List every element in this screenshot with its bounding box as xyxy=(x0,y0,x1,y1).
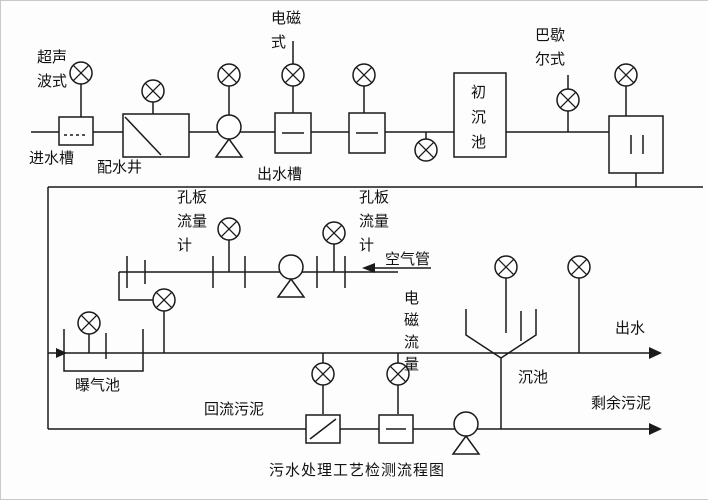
instrument-icon xyxy=(614,63,638,87)
em-flowmeter-box-2 xyxy=(348,112,386,154)
instrument-icon xyxy=(152,288,176,312)
label-excess-sludge: 剩余污泥 xyxy=(591,394,652,412)
instrument-icon xyxy=(352,63,376,87)
label-parshall-type: 巴歇尔式 xyxy=(535,26,566,68)
instrument-stems-top xyxy=(80,41,627,139)
clarifier-connections xyxy=(500,278,580,429)
inlet-channel-box xyxy=(58,116,94,146)
aeration-stems xyxy=(88,307,165,353)
distribution-well-weir xyxy=(124,116,162,156)
label-outlet-channel: 出水槽 xyxy=(257,165,303,183)
label-ultrasonic-type: 超声波式 xyxy=(37,48,68,90)
instrument-icon xyxy=(141,79,165,103)
sludge-branch-lines xyxy=(322,353,399,414)
label-orifice-flowmeter-left: 孔板流量计 xyxy=(177,188,208,254)
arrow-air-icon xyxy=(362,263,375,273)
orifice-plate-bars xyxy=(126,256,346,288)
settling-tank-shape xyxy=(465,309,537,359)
sludge-pump-icon xyxy=(452,411,480,455)
pump-icon xyxy=(215,114,243,158)
arrow-effluent-icon xyxy=(649,347,662,359)
parshall-flume-marks xyxy=(630,135,644,154)
label-effluent: 出水 xyxy=(615,319,646,337)
label-air-pipe: 空气管 xyxy=(385,250,431,268)
label-electromagnetic-type: 电磁式 xyxy=(271,9,302,51)
instrument-icon xyxy=(494,255,518,279)
diagram-title: 污水处理工艺检测流程图 xyxy=(269,461,446,479)
orifice-meter-icon-right xyxy=(322,221,346,245)
instrument-icon xyxy=(77,311,101,335)
distribution-well-box xyxy=(122,113,190,158)
parshall-flume-box xyxy=(608,115,664,174)
sludge-valve-mark xyxy=(309,418,337,440)
instruments xyxy=(69,61,638,386)
label-distribution-well: 配水井 xyxy=(97,158,143,176)
arrow-excess-sludge-icon xyxy=(649,423,662,435)
blower-pump-icon xyxy=(277,254,305,298)
ultrasonic-meter-icon xyxy=(69,61,93,85)
label-electromagnetic-flow: 电磁流量 xyxy=(404,289,420,373)
em-flowmeter-box-1 xyxy=(274,112,312,154)
vessels xyxy=(58,72,664,444)
primary-settling-tank-box xyxy=(453,72,507,158)
label-aeration-tank: 曝气池 xyxy=(75,376,121,394)
aeration-tank-shape xyxy=(63,329,144,372)
instrument-icon xyxy=(311,362,335,386)
arrow-aeration-inlet-icon xyxy=(56,348,67,358)
instrument-icon xyxy=(217,63,241,87)
instrument-icon xyxy=(414,138,438,162)
label-settling-tank: 沉池 xyxy=(518,368,549,386)
flow-arrows xyxy=(56,263,662,435)
parshall-meter-icon xyxy=(556,88,580,112)
label-return-sludge: 回流污泥 xyxy=(204,400,265,418)
label-inlet-channel: 进水槽 xyxy=(29,149,75,167)
instrument-icon xyxy=(567,255,591,279)
return-line xyxy=(47,173,703,429)
label-primary-settling-tank: 初沉池 xyxy=(471,83,487,151)
label-orifice-flowmeter-right: 孔板流量计 xyxy=(359,188,390,254)
em-meter-icon xyxy=(281,63,305,87)
air-header-line xyxy=(118,240,398,301)
orifice-meter-icon-left xyxy=(217,217,241,241)
